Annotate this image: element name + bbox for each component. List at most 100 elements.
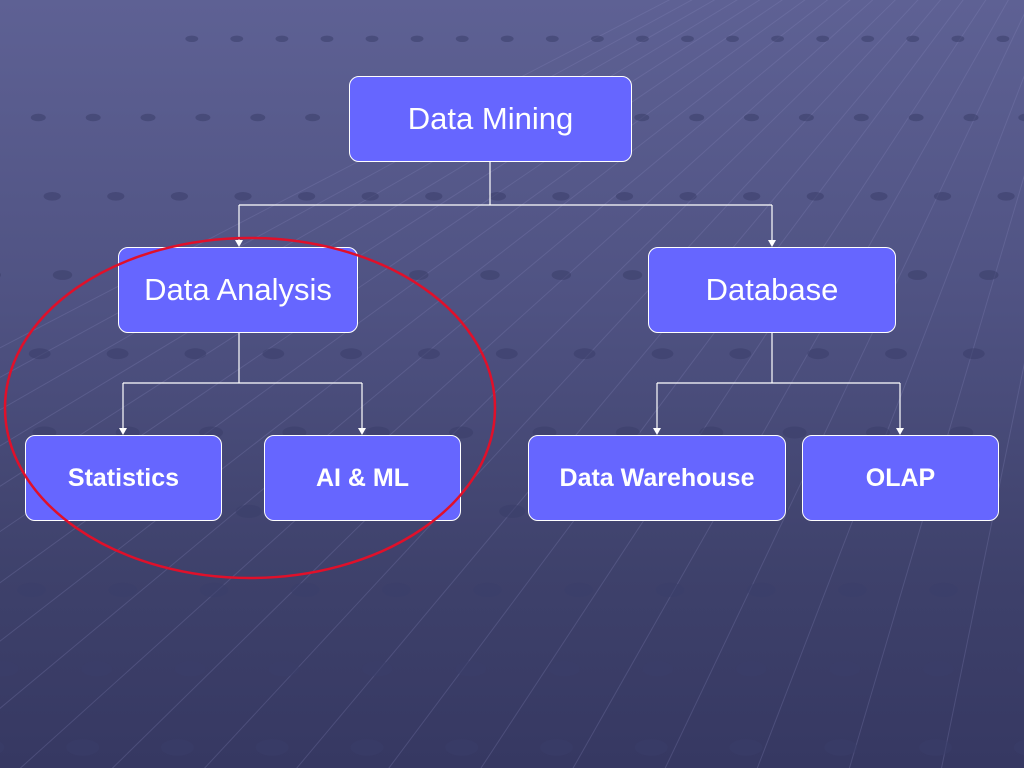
background-dot — [861, 35, 875, 42]
background-dot — [746, 582, 776, 598]
background-dot — [782, 426, 807, 439]
background-dot — [996, 35, 1010, 42]
background-dot — [545, 35, 559, 42]
background-dot — [500, 35, 514, 42]
background-dot — [573, 348, 596, 360]
background-dot — [552, 192, 570, 201]
background-dot — [679, 192, 697, 201]
arrowhead-data-analysis — [235, 240, 243, 247]
background-dot — [923, 661, 954, 677]
background-grid-line — [941, 362, 1024, 768]
background-dot — [185, 35, 199, 42]
node-database: Database — [648, 247, 896, 333]
background-dot — [66, 739, 100, 756]
background-dot — [170, 192, 188, 201]
background-dot — [979, 270, 999, 280]
background-dot — [919, 739, 952, 756]
arrowhead-data-warehouse — [653, 428, 661, 435]
background-dot — [107, 192, 125, 201]
background-dot — [298, 192, 316, 201]
node-label: Data Warehouse — [559, 463, 755, 492]
background-dot — [1013, 739, 1024, 756]
background-dot — [963, 113, 979, 122]
node-label: Database — [705, 272, 839, 307]
background-dot — [622, 270, 643, 280]
background-dot — [681, 35, 694, 42]
background-dot — [140, 113, 156, 122]
background-dot — [473, 582, 502, 598]
background-dot — [806, 192, 824, 201]
background-dot — [744, 113, 759, 122]
background-dot — [906, 35, 920, 42]
background-dot — [591, 35, 604, 42]
background-dot — [933, 192, 952, 201]
background-dot — [199, 582, 229, 598]
background-dot — [908, 113, 924, 122]
background-dot — [798, 113, 814, 122]
node-label: AI & ML — [315, 463, 410, 492]
background-dot — [951, 35, 965, 42]
background-dot — [160, 739, 194, 756]
arrowhead-ai-ml — [358, 428, 366, 435]
background-dot — [1018, 113, 1024, 122]
background-dot — [234, 192, 252, 201]
background-dot — [250, 113, 266, 122]
background-dot — [275, 35, 289, 42]
node-data-mining: Data Mining — [349, 76, 632, 162]
background-dot — [455, 35, 469, 42]
background-dot — [0, 741, 5, 754]
background-dot — [540, 739, 573, 756]
background-dot — [651, 348, 674, 360]
background-dot — [350, 739, 384, 756]
node-label: Statistics — [67, 463, 180, 492]
background-dot — [255, 739, 289, 756]
background-dot — [488, 192, 506, 201]
background-dot — [564, 582, 594, 598]
background-dot — [195, 113, 211, 122]
background-dot — [410, 35, 424, 42]
background-dot — [634, 739, 668, 756]
node-ai-ml: AI & ML — [264, 435, 461, 521]
background-dot — [361, 192, 379, 201]
arrowhead-olap — [896, 428, 904, 435]
background-dot — [85, 113, 101, 122]
background-dot — [907, 270, 928, 280]
background-dot — [17, 582, 46, 598]
background-dot — [30, 113, 46, 122]
background-dot — [829, 661, 861, 677]
node-label: Data Analysis — [144, 272, 332, 307]
background-dot — [726, 35, 739, 42]
node-data-analysis: Data Analysis — [118, 247, 358, 333]
background-dot — [0, 272, 1, 278]
background-dot — [382, 582, 411, 598]
background-dot — [816, 35, 830, 42]
background-dot — [636, 35, 649, 42]
background-dot — [320, 35, 334, 42]
node-data-warehouse: Data Warehouse — [528, 435, 786, 521]
background-dot — [743, 192, 761, 201]
background-dot — [81, 661, 113, 677]
background-dot — [268, 661, 300, 677]
background-dot — [838, 582, 867, 598]
background-dot — [807, 348, 830, 360]
background-dot — [0, 661, 19, 677]
background-dot — [735, 661, 767, 677]
background-dot — [108, 582, 138, 598]
node-statistics: Statistics — [25, 435, 222, 521]
background-dot — [425, 192, 443, 201]
background-dot — [853, 113, 869, 122]
background-grid-line — [756, 75, 1024, 768]
background-dot — [885, 348, 907, 360]
background-dot — [615, 192, 634, 201]
arrowhead-statistics — [119, 428, 127, 435]
background-dot — [824, 739, 858, 756]
background-dot — [729, 739, 763, 756]
background-dot — [230, 35, 244, 42]
background-dot — [365, 35, 379, 42]
background-grid-line — [111, 0, 896, 768]
background-dot — [870, 192, 888, 201]
background-dot — [729, 348, 752, 360]
arrowhead-database — [768, 240, 776, 247]
background-dot — [445, 739, 479, 756]
background-dot — [361, 661, 393, 677]
